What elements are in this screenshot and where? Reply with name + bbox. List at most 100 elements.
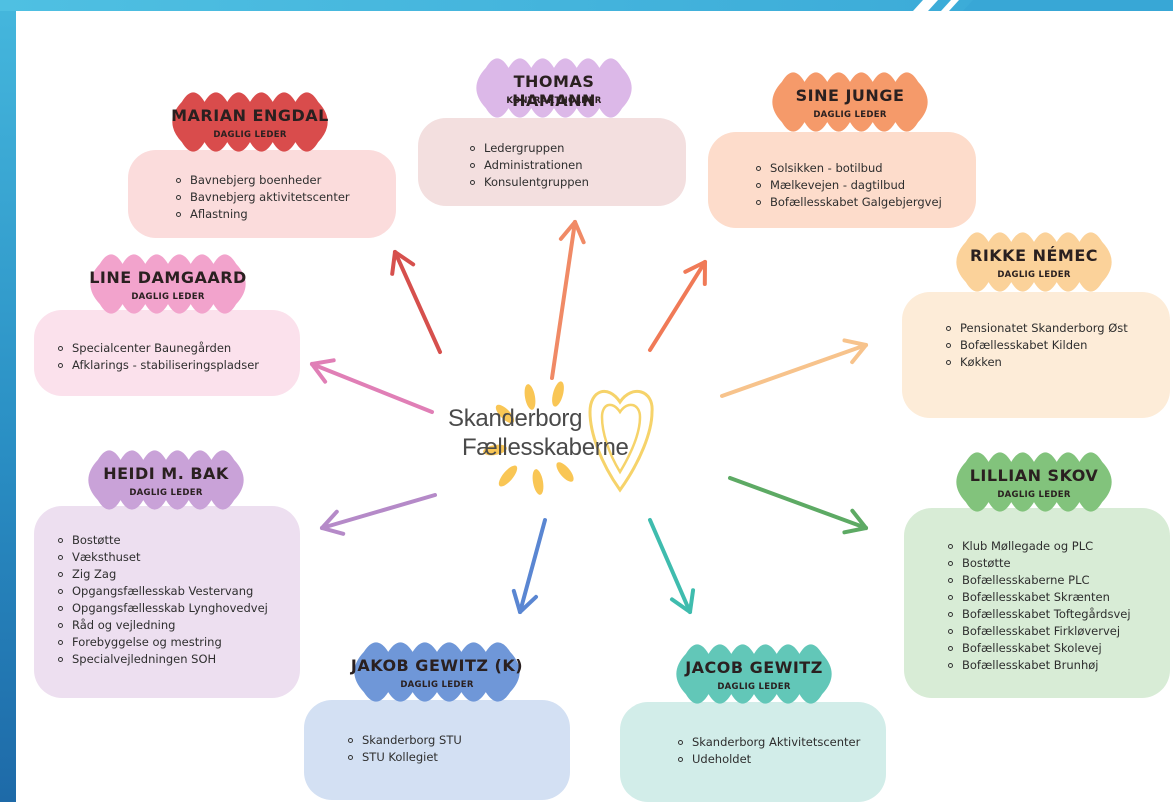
arrow-jakob-k <box>511 518 547 614</box>
card-thomas: Ledergruppen Administrationen Konsulentg… <box>418 118 686 206</box>
list-item: Pensionatet Skanderborg Øst <box>946 320 1128 337</box>
name-jacob: JACOB GEWITZ <box>685 658 823 677</box>
list-item: Køkken <box>946 354 1128 371</box>
name-line: LINE DAMGAARD <box>89 268 247 287</box>
list-item: Afklarings - stabiliseringspladser <box>58 357 259 374</box>
list-item: Bavnebjerg boenheder <box>176 172 350 189</box>
list-marian: Bavnebjerg boenheder Bavnebjerg aktivite… <box>176 172 350 223</box>
name-sine: SINE JUNGE <box>795 86 905 105</box>
cloud-shape <box>354 642 520 702</box>
left-accent-bar <box>0 0 16 802</box>
bubble-marian: MARIAN ENGDAL DAGLIG LEDER <box>166 86 334 158</box>
cloud-shape <box>772 72 928 132</box>
arrow-marian <box>390 250 442 354</box>
cloud-shape <box>476 58 632 118</box>
list-item: Råd og vejledning <box>58 617 268 634</box>
list-item: Specialvejledningen SOH <box>58 651 268 668</box>
arrow-lillian <box>728 476 868 535</box>
list-item: Konsulentgruppen <box>470 174 589 191</box>
bubble-heidi: HEIDI M. BAK DAGLIG LEDER <box>82 444 250 516</box>
list-item: Zig Zag <box>58 566 268 583</box>
role-thomas: KONTRAKTHOLDER <box>506 96 602 106</box>
list-jacob: Skanderborg Aktivitetscenter Udeholdet <box>678 734 860 768</box>
bubble-line: LINE DAMGAARD DAGLIG LEDER <box>84 248 252 320</box>
bubble-jakob-k: JAKOB GEWITZ (K) DAGLIG LEDER <box>348 636 526 708</box>
cloud-shape <box>676 644 832 704</box>
list-item: Klub Møllegade og PLC <box>948 538 1131 555</box>
list-lillian: Klub Møllegade og PLC Bostøtte Bofælless… <box>948 538 1131 674</box>
list-item: STU Kollegiet <box>348 749 462 766</box>
card-lillian: Klub Møllegade og PLC Bostøtte Bofælless… <box>904 508 1170 698</box>
list-item: Opgangsfællesskab Vestervang <box>58 583 268 600</box>
name-thomas: THOMAS HAMANN <box>512 72 596 110</box>
list-item: Skanderborg STU <box>348 732 462 749</box>
list-item: Bostøtte <box>948 555 1131 572</box>
arrow-thomas <box>550 220 586 380</box>
list-item: Væksthuset <box>58 549 268 566</box>
cloud-shape <box>956 452 1112 512</box>
list-item: Skanderborg Aktivitetscenter <box>678 734 860 751</box>
arrow-rikke <box>720 338 868 398</box>
role-heidi: DAGLIG LEDER <box>129 488 203 498</box>
list-rikke: Pensionatet Skanderborg Øst Bofællesskab… <box>946 320 1128 371</box>
list-item: Mælkevejen - dagtilbud <box>756 177 942 194</box>
arrow-heidi <box>320 493 437 536</box>
card-heidi: Bostøtte Væksthuset Zig Zag Opgangsfælle… <box>34 506 300 698</box>
cloud-shape <box>172 92 328 152</box>
logo-line1: Skanderborg <box>448 405 583 432</box>
cloud-shape <box>956 232 1112 292</box>
role-jakob-k: DAGLIG LEDER <box>400 680 474 690</box>
card-line: Specialcenter Baunegården Afklarings - s… <box>34 310 300 396</box>
list-heidi: Bostøtte Væksthuset Zig Zag Opgangsfælle… <box>58 532 268 668</box>
role-sine: DAGLIG LEDER <box>813 110 887 120</box>
bubble-sine: SINE JUNGE DAGLIG LEDER <box>766 66 934 138</box>
list-item: Forebyggelse og mestring <box>58 634 268 651</box>
list-sine: Solsikken - botilbud Mælkevejen - dagtil… <box>756 160 942 211</box>
list-item: Bofællesskabet Skolevej <box>948 640 1131 657</box>
arrow-jacob <box>648 518 696 614</box>
logo-line2: Fællesskaberne <box>462 434 629 461</box>
list-item: Opgangsfællesskab Lynghovedvej <box>58 600 268 617</box>
role-lillian: DAGLIG LEDER <box>997 490 1071 500</box>
name-lillian: LILLIAN SKOV <box>969 466 1099 485</box>
list-item: Bofællesskabet Brunhøj <box>948 657 1131 674</box>
top-right-stripes <box>913 0 1173 11</box>
role-line: DAGLIG LEDER <box>131 292 205 302</box>
bubble-rikke: RIKKE NÉMEC DAGLIG LEDER <box>950 226 1118 298</box>
list-item: Bofællesskabet Toftegårdsvej <box>948 606 1131 623</box>
name-heidi: HEIDI M. BAK <box>103 464 229 483</box>
bubble-lillian: LILLIAN SKOV DAGLIG LEDER <box>950 446 1118 518</box>
list-item: Bofællesskaberne PLC <box>948 572 1131 589</box>
name-marian: MARIAN ENGDAL <box>171 106 329 125</box>
role-rikke: DAGLIG LEDER <box>997 270 1071 280</box>
sun-rays-graphic <box>483 381 654 495</box>
card-jakob-k: Skanderborg STU STU Kollegiet <box>304 700 570 800</box>
list-item: Bofællesskabet Skrænten <box>948 589 1131 606</box>
list-item: Administrationen <box>470 157 589 174</box>
card-jacob: Skanderborg Aktivitetscenter Udeholdet <box>620 702 886 802</box>
bubble-jacob: JACOB GEWITZ DAGLIG LEDER <box>670 638 838 710</box>
role-jacob: DAGLIG LEDER <box>717 682 791 692</box>
list-item: Aflastning <box>176 206 350 223</box>
name-rikke: RIKKE NÉMEC <box>970 246 1098 265</box>
list-line: Specialcenter Baunegården Afklarings - s… <box>58 340 259 374</box>
arrow-line <box>310 358 434 414</box>
list-jakob-k: Skanderborg STU STU Kollegiet <box>348 732 462 766</box>
card-sine: Solsikken - botilbud Mælkevejen - dagtil… <box>708 132 976 228</box>
cloud-shape <box>88 450 244 510</box>
list-item: Specialcenter Baunegården <box>58 340 259 357</box>
arrow-sine <box>648 260 707 352</box>
center-logo: Skanderborg Fællesskaberne <box>440 372 720 502</box>
card-rikke: Pensionatet Skanderborg Øst Bofællesskab… <box>902 292 1170 418</box>
list-item: Bofællesskabet Galgebjergvej <box>756 194 942 211</box>
list-thomas: Ledergruppen Administrationen Konsulentg… <box>470 140 589 191</box>
top-accent-bar <box>0 0 1173 11</box>
list-item: Bofællesskabet Firkløvervej <box>948 623 1131 640</box>
name-jakob-k: JAKOB GEWITZ (K) <box>350 656 524 675</box>
role-marian: DAGLIG LEDER <box>213 130 287 140</box>
list-item: Bavnebjerg aktivitetscenter <box>176 189 350 206</box>
list-item: Bofællesskabet Kilden <box>946 337 1128 354</box>
list-item: Ledergruppen <box>470 140 589 157</box>
cloud-shape <box>90 254 246 314</box>
